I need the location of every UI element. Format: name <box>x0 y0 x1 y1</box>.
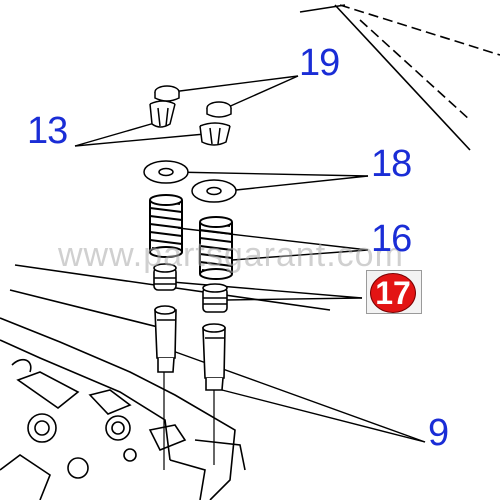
watermark-text: www.partsgarant.com <box>58 236 404 274</box>
spring-seat-left <box>143 160 189 184</box>
retainer-clip-left <box>149 100 176 128</box>
callout-13: 13 <box>27 110 68 152</box>
callout-9: 9 <box>428 412 449 454</box>
valve-stem-right <box>202 323 226 465</box>
callout-19: 19 <box>299 42 340 84</box>
retainer-clip-right <box>199 122 231 146</box>
highlighted-part-badge[interactable]: 17 <box>366 270 422 314</box>
cap-part-left <box>154 85 180 102</box>
spring-seat-right <box>191 179 237 203</box>
cap-part-right <box>206 101 232 118</box>
valve-body-casting <box>0 317 246 500</box>
seal-left <box>153 263 177 291</box>
callout-18: 18 <box>371 143 412 185</box>
seal-right <box>202 283 228 313</box>
spring-right <box>199 216 233 280</box>
callout-16: 16 <box>371 218 412 260</box>
valve-stem-left <box>154 305 177 470</box>
callout-17[interactable]: 17 <box>370 273 416 313</box>
spring-left <box>149 194 183 258</box>
